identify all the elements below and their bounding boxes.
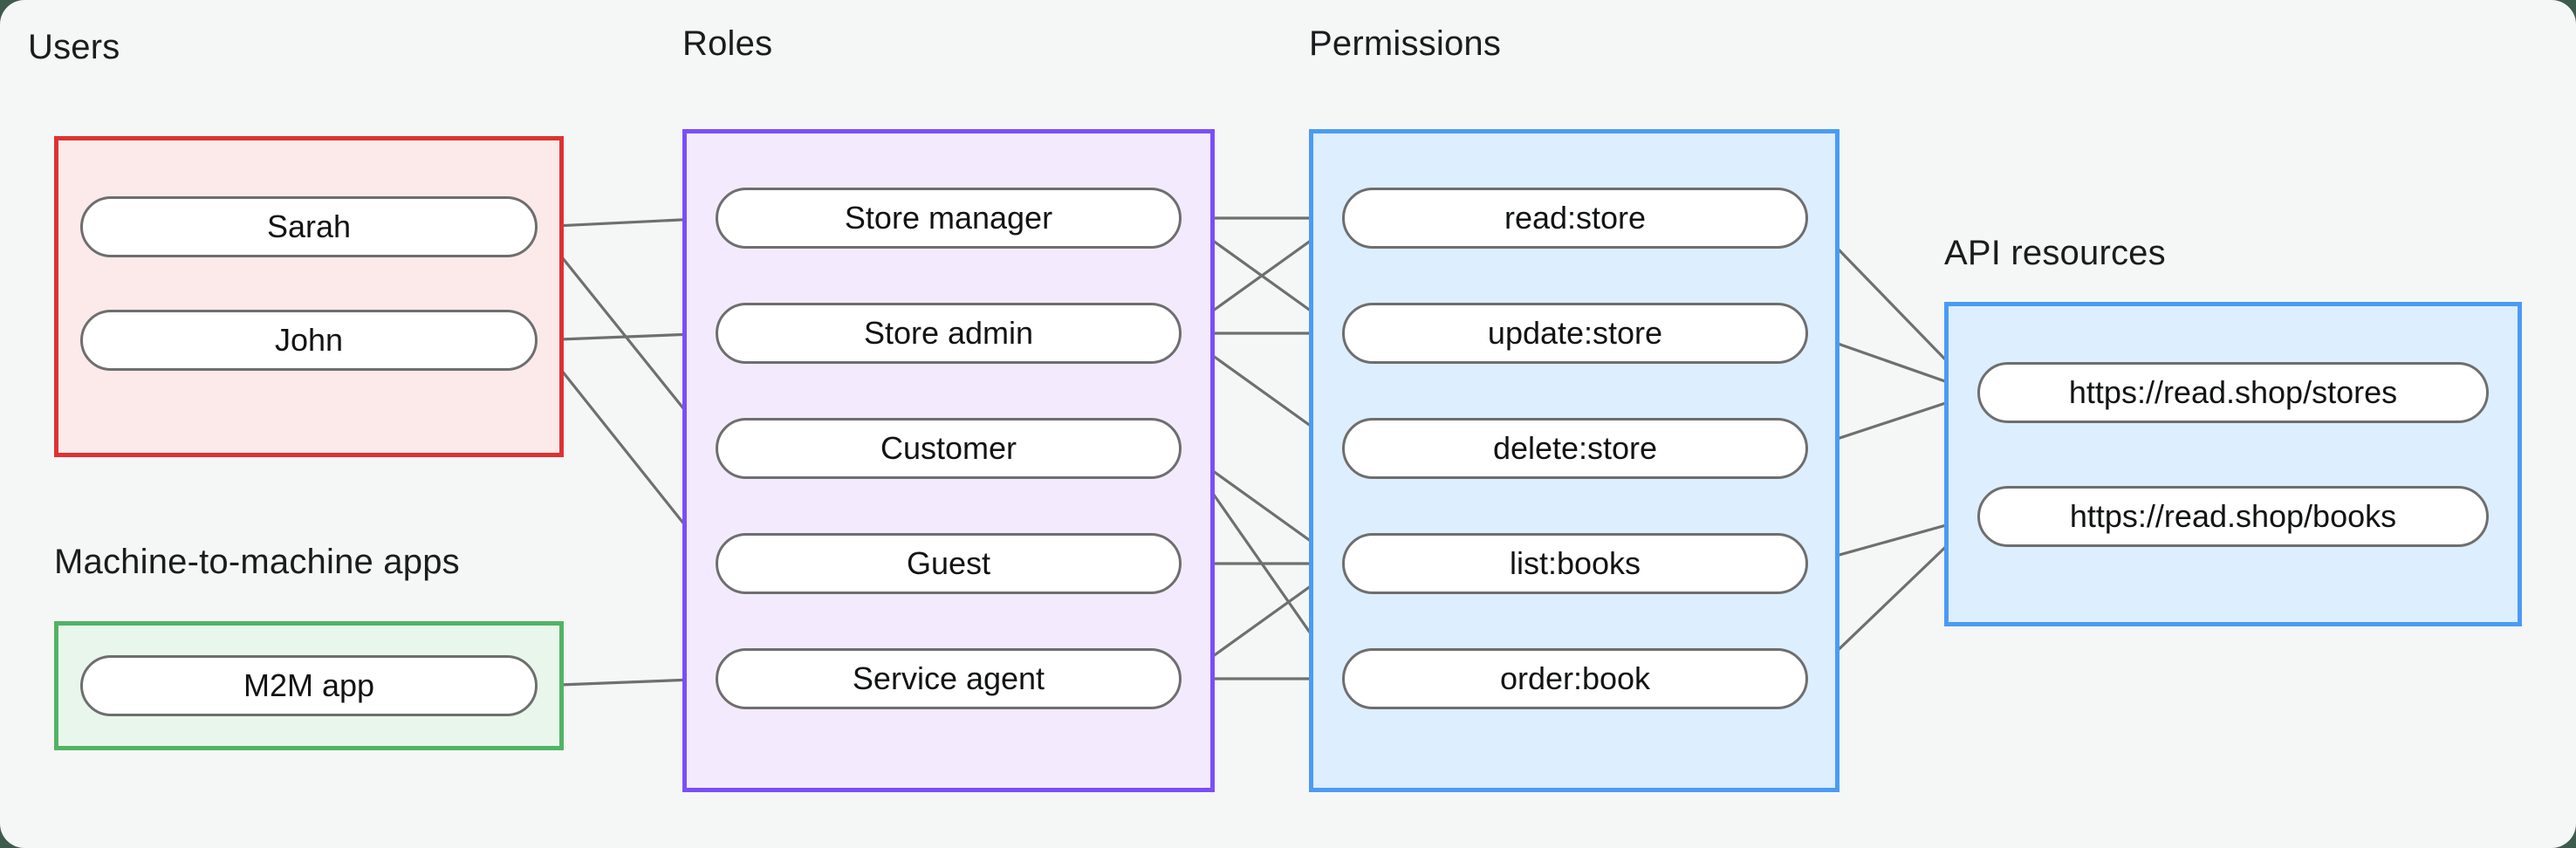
- node-res-books[interactable]: https://read.shop/books: [1977, 486, 2489, 547]
- node-sarah[interactable]: Sarah: [80, 196, 538, 257]
- node-update-store[interactable]: update:store: [1342, 303, 1808, 364]
- group-box-api-resources: [1944, 302, 2522, 626]
- node-label-store-admin: Store admin: [863, 315, 1034, 351]
- node-delete-store[interactable]: delete:store: [1342, 418, 1808, 479]
- node-label-m2mapp: M2M app: [243, 667, 375, 703]
- node-read-store[interactable]: read:store: [1342, 188, 1808, 249]
- node-list-books[interactable]: list:books: [1342, 533, 1808, 594]
- node-label-sarah: Sarah: [266, 209, 352, 244]
- group-label-users: Users: [28, 28, 120, 66]
- node-label-update-store: update:store: [1487, 315, 1663, 351]
- node-customer[interactable]: Customer: [716, 418, 1182, 479]
- node-label-read-store: read:store: [1504, 200, 1647, 236]
- group-label-m2m: Machine-to-machine apps: [54, 543, 460, 581]
- node-store-admin[interactable]: Store admin: [716, 303, 1182, 364]
- group-label-roles: Roles: [682, 24, 773, 63]
- node-label-res-stores: https://read.shop/stores: [2068, 374, 2398, 410]
- node-label-guest: Guest: [906, 545, 991, 581]
- node-label-store-manager: Store manager: [844, 200, 1053, 236]
- node-label-john: John: [274, 322, 344, 358]
- node-label-service-agent: Service agent: [852, 660, 1045, 696]
- node-m2mapp[interactable]: M2M app: [80, 655, 538, 716]
- group-label-permissions: Permissions: [1309, 24, 1502, 63]
- node-service-agent[interactable]: Service agent: [716, 648, 1182, 709]
- node-label-res-books: https://read.shop/books: [2069, 498, 2397, 534]
- node-john[interactable]: John: [80, 310, 538, 371]
- node-label-customer: Customer: [880, 430, 1017, 466]
- group-box-users: [54, 136, 564, 457]
- node-res-stores[interactable]: https://read.shop/stores: [1977, 362, 2489, 423]
- node-label-delete-store: delete:store: [1492, 430, 1658, 466]
- node-label-order-book: order:book: [1499, 660, 1651, 696]
- node-store-manager[interactable]: Store manager: [716, 188, 1182, 249]
- node-label-list-books: list:books: [1509, 545, 1641, 581]
- node-order-book[interactable]: order:book: [1342, 648, 1808, 709]
- node-guest[interactable]: Guest: [716, 533, 1182, 594]
- group-label-api-resources: API resources: [1944, 234, 2166, 272]
